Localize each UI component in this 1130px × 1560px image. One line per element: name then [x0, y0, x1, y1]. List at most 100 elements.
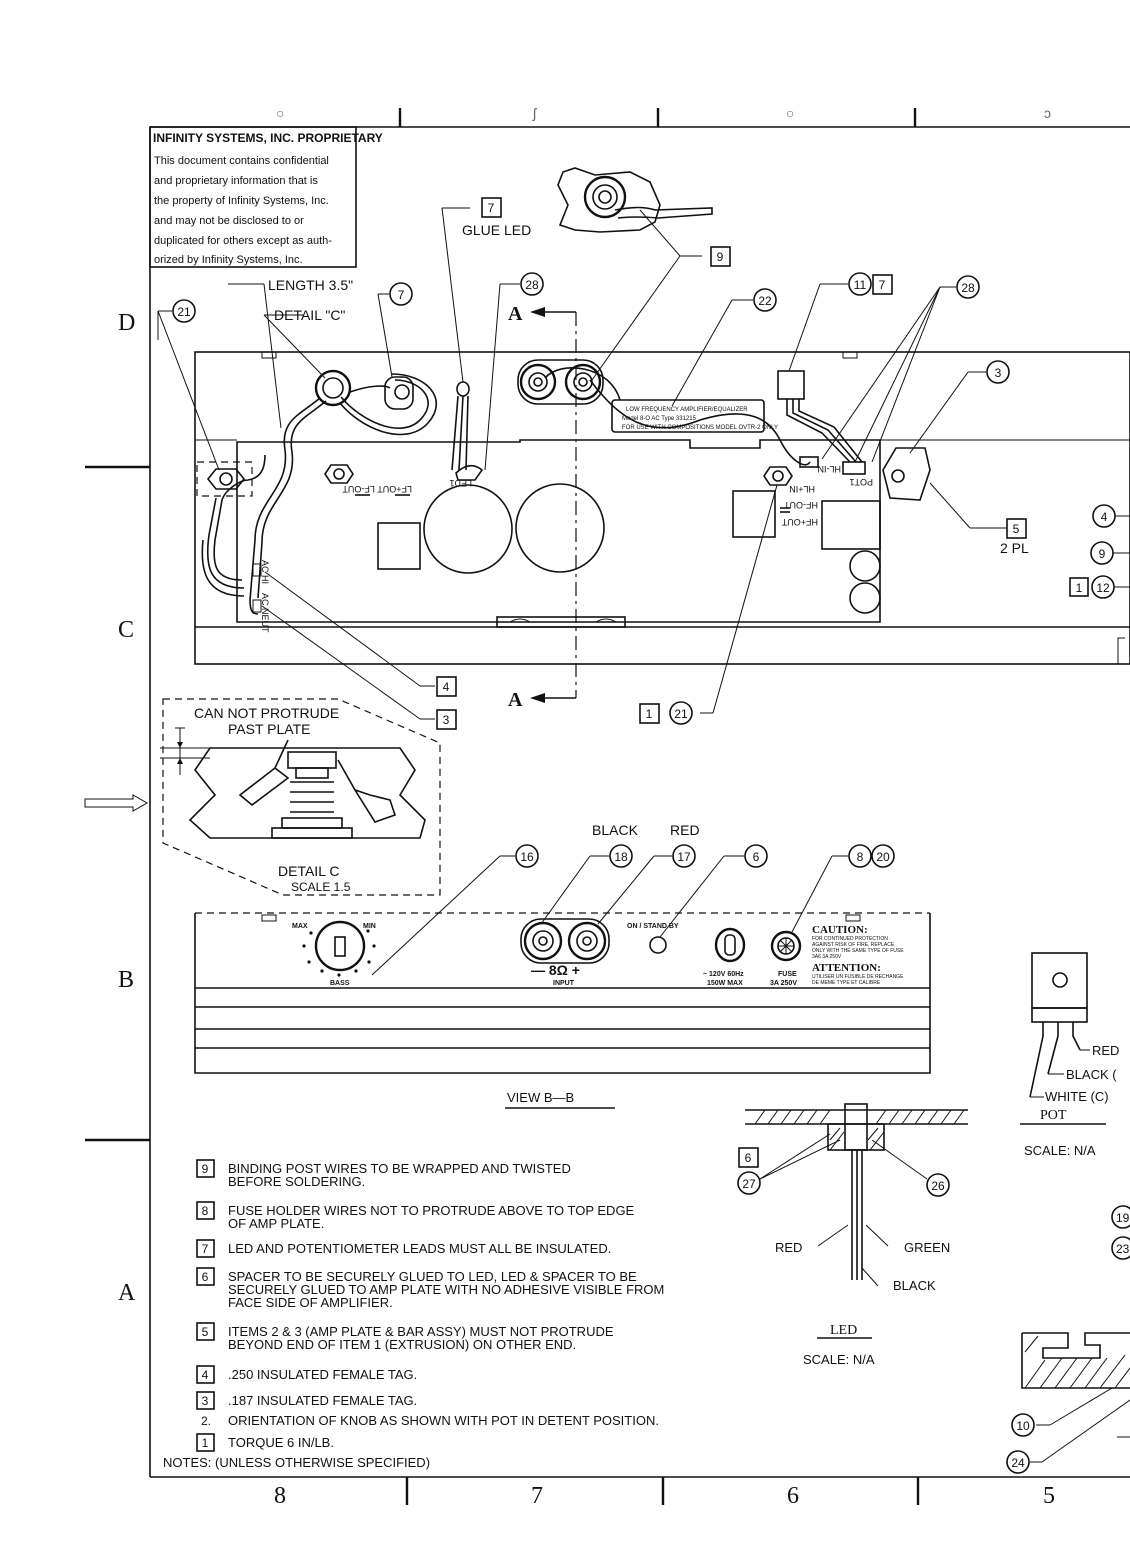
- zone-col-7: 7: [531, 1483, 543, 1509]
- note-tag-box: [196, 1365, 215, 1384]
- note-item: 3 .187 INSULATED FEMALE TAG.: [196, 1391, 417, 1410]
- balloon-28-right: 28: [961, 281, 975, 295]
- board-label-title: LOW FREQUENCY AMPLIFIER/EQUALIZER: [626, 407, 748, 413]
- zone-labels-top: ○ ʃ ○ ɔ: [276, 105, 1051, 121]
- note-text: ITEMS 2 & 3 (AMP PLATE & BAR ASSY) MUST …: [228, 1324, 614, 1339]
- balloon-6: 6: [753, 850, 760, 864]
- balloon-12-right: 12: [1096, 581, 1110, 595]
- panel-watts: 150W MAX: [707, 980, 743, 987]
- view-bb-panel: [194, 912, 931, 1074]
- note-tag-box: [196, 1391, 215, 1410]
- balloon-4-right: 4: [1101, 510, 1108, 524]
- balloon-10: 10: [1016, 1419, 1030, 1433]
- panel-bass: BASS: [330, 980, 350, 987]
- led-black: BLACK: [893, 1278, 936, 1293]
- section-mark-bottom: A: [508, 689, 523, 711]
- pcb-hf-out-neg-label: HF-OUT: [784, 500, 818, 510]
- note-tag-box: [196, 1433, 215, 1452]
- note-text: BEYOND END OF ITEM 1 (EXTRUSION) ON OTHE…: [228, 1337, 576, 1352]
- note-tag-box: [196, 1159, 215, 1178]
- balloon-9-right: 9: [1099, 547, 1106, 561]
- note-tag-box: [196, 1201, 215, 1220]
- callout-2-pl: 2 PL: [1000, 540, 1029, 556]
- panel-on-standby: ON / STAND BY: [627, 923, 679, 930]
- panel-leaders: [371, 855, 848, 976]
- note-text: ORIENTATION OF KNOB AS SHOWN WITH POT IN…: [228, 1413, 659, 1428]
- proprietary-line-2: and proprietary information that is: [154, 175, 318, 187]
- pot-black: BLACK (: [1066, 1067, 1117, 1082]
- pot-red: RED: [1092, 1043, 1119, 1058]
- plan-view-leaders: [157, 207, 1007, 720]
- note-text: FUSE HOLDER WIRES NOT TO PROTRUDE ABOVE …: [228, 1203, 635, 1218]
- note-text: TORQUE 6 IN/LB.: [228, 1435, 334, 1450]
- pcb-hl-in2-label: HL+IN: [789, 484, 815, 494]
- callout-length: LENGTH 3.5": [268, 277, 353, 293]
- note-tag: 8: [202, 1204, 209, 1218]
- detail-c-title: DETAIL C: [278, 863, 339, 879]
- note-tag: 6: [202, 1270, 209, 1284]
- led-green: GREEN: [904, 1240, 950, 1255]
- detail-c-scale: SCALE 1.5: [291, 880, 351, 894]
- led-scale: SCALE: N/A: [803, 1352, 875, 1367]
- balloon-22: 22: [758, 294, 772, 308]
- panel-caution-3: ONLY WITH THE SAME TYPE OF FUSE: [812, 948, 904, 954]
- note-tag: 4: [202, 1368, 209, 1382]
- tag-3-plan: 3: [443, 713, 450, 727]
- tag-7-glue: 7: [488, 201, 495, 215]
- balloon-23: 23: [1116, 1242, 1130, 1256]
- led-red: RED: [775, 1240, 802, 1255]
- panel-impedance: — 8Ω +: [531, 962, 580, 978]
- note-tag-box: [196, 1239, 215, 1258]
- pcb-lf-out-label: LF+OUT LF-OUT: [342, 484, 412, 494]
- extrusion-profile: [1006, 1205, 1130, 1474]
- balloon-21-plan: 21: [674, 707, 688, 721]
- panel-caution-4: 3A6 3A 250V: [812, 954, 842, 960]
- note-text: .187 INSULATED FEMALE TAG.: [228, 1393, 417, 1408]
- tag-4-plan: 4: [443, 680, 450, 694]
- note-tag: 3: [202, 1394, 209, 1408]
- callout-detail-c: DETAIL "C": [274, 307, 345, 323]
- balloon-27-ring: [737, 1171, 761, 1195]
- zone-col-5: 5: [1043, 1483, 1055, 1509]
- tag-5: 5: [1013, 522, 1020, 536]
- balloon-16: 16: [520, 850, 534, 864]
- panel-fuse-rating: 3A 250V: [770, 980, 797, 987]
- balloon-26: 26: [931, 1179, 945, 1193]
- zone-row-d: D: [118, 310, 135, 336]
- zone-col-top-8: ○: [276, 105, 284, 121]
- pot-scale: SCALE: N/A: [1024, 1143, 1096, 1158]
- note-text: OF AMP PLATE.: [228, 1216, 324, 1231]
- proprietary-notice: INFINITY SYSTEMS, INC. PROPRIETARY This …: [149, 126, 383, 268]
- panel-min: MIN: [363, 923, 376, 930]
- tag-1-plan: 1: [646, 707, 653, 721]
- note-text: SECURELY GLUED TO AMP PLATE WITH NO ADHE…: [228, 1282, 664, 1297]
- tag-6-led-box: [738, 1147, 759, 1168]
- balloon-24: 24: [1011, 1456, 1025, 1470]
- balloon-11: 11: [854, 278, 867, 292]
- note-tag-box: [196, 1322, 215, 1341]
- panel-balloons: 16 18 17 6 8 20: [515, 844, 895, 868]
- balloon-27: 27: [742, 1177, 756, 1191]
- drawing-frame: [84, 108, 1130, 1505]
- note-text: BINDING POST WIRES TO BE WRAPPED AND TWI…: [228, 1161, 571, 1176]
- zone-row-a: A: [118, 1280, 136, 1306]
- led-title: LED: [830, 1323, 857, 1338]
- note-text: FACE SIDE OF AMPLIFIER.: [228, 1295, 393, 1310]
- proprietary-line-1: This document contains confidential: [154, 155, 329, 167]
- zone-row-c: C: [118, 617, 134, 643]
- balloon-19: 19: [1116, 1211, 1130, 1225]
- pcb-ac-neut-label: AC NEUT: [260, 593, 270, 633]
- zone-col-top-6: ○: [786, 105, 794, 121]
- balloon-3-right: 3: [995, 366, 1002, 380]
- balloon-28-left: 28: [525, 278, 539, 292]
- panel-attention-2: DE MEME TYPE ET CALIBRE: [812, 980, 881, 986]
- led-detail: [745, 1103, 968, 1339]
- zone-col-8: 8: [274, 1483, 286, 1509]
- balloon-26-ring: [926, 1173, 950, 1197]
- balloon-21: 21: [177, 305, 191, 319]
- panel-input: INPUT: [553, 980, 575, 987]
